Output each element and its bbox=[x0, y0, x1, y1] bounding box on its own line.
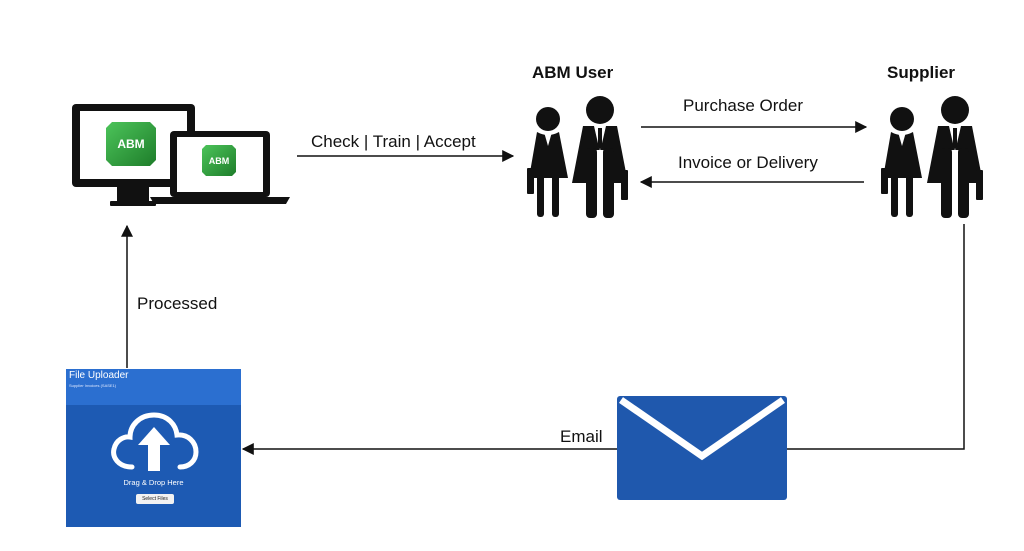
cloud-upload-icon bbox=[111, 412, 199, 471]
invoice-delivery-label: Invoice or Delivery bbox=[678, 153, 818, 172]
supplier-people-icon bbox=[881, 96, 983, 218]
email-label: Email bbox=[560, 427, 603, 446]
svg-text:ABM: ABM bbox=[117, 137, 144, 151]
abm-user-people-icon bbox=[527, 96, 628, 218]
uploader-subtitle: Supplier Invoices (SASE1) bbox=[69, 383, 117, 388]
processed-label: Processed bbox=[137, 294, 218, 313]
file-uploader-panel: File Uploader Supplier Invoices (SASE1) … bbox=[66, 369, 241, 527]
abm-user-title: ABM User bbox=[532, 63, 614, 82]
supplier-title: Supplier bbox=[887, 63, 956, 82]
select-files-button[interactable]: Select Files bbox=[136, 494, 174, 504]
uploader-title: File Uploader bbox=[69, 370, 129, 381]
purchase-order-label: Purchase Order bbox=[683, 96, 803, 115]
envelope-icon bbox=[617, 396, 787, 500]
laptop-icon: ABM bbox=[150, 131, 290, 204]
check-train-accept-label: Check | Train | Accept bbox=[311, 132, 476, 151]
svg-text:ABM: ABM bbox=[209, 156, 230, 166]
desktop-monitor-icon: ABM bbox=[72, 104, 195, 206]
email-arrow bbox=[241, 224, 965, 455]
uploader-header bbox=[66, 369, 241, 405]
uploader-drop-text: Drag & Drop Here bbox=[123, 478, 184, 487]
